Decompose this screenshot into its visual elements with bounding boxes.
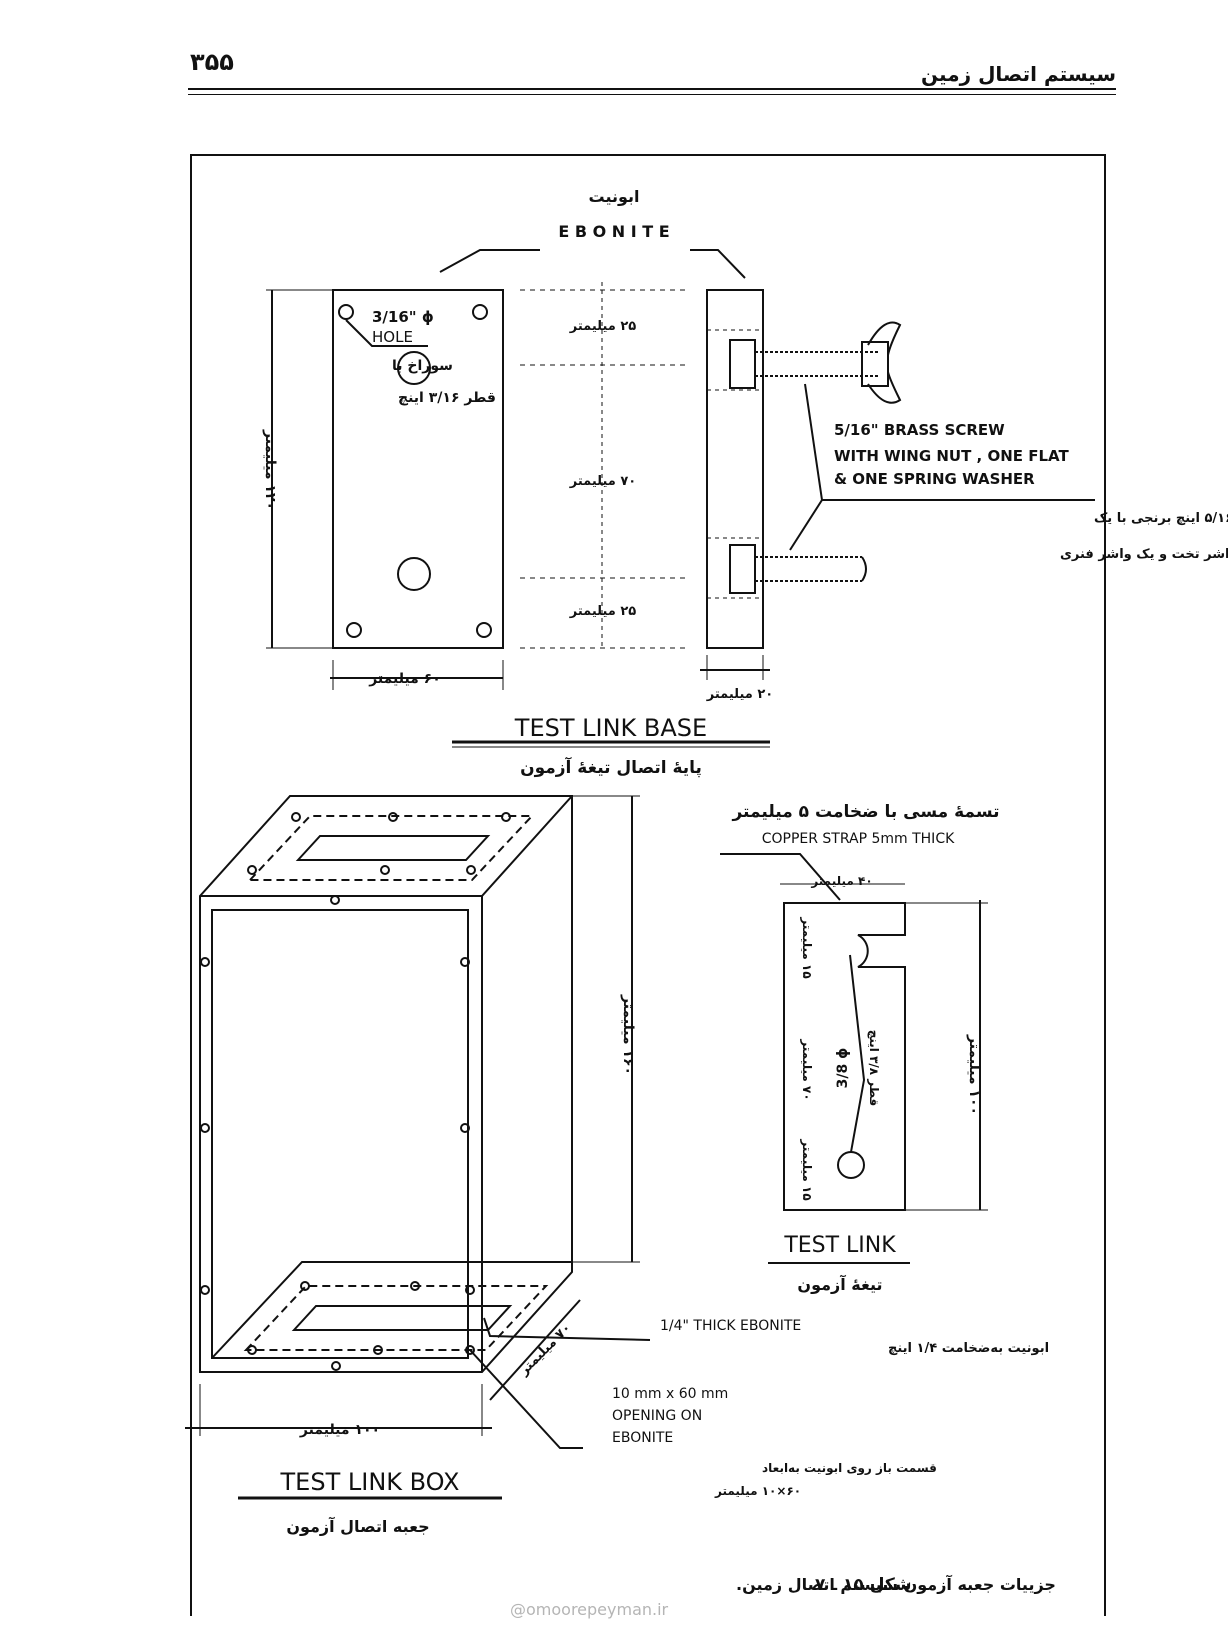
- mounting-hole: [476, 622, 492, 638]
- ebonite-en-label: E B O N I T E: [558, 222, 669, 241]
- ebonite-fa-label: ابونیت: [589, 187, 640, 206]
- page-number: ۳۵۵: [190, 48, 234, 76]
- dim-60: ۶۰ میلیمتر: [368, 671, 441, 687]
- test-link-box: [199, 795, 573, 1373]
- opening-fa-2: ۶۰×۱۰ میلیمتر: [714, 1484, 801, 1498]
- mounting-hole: [472, 304, 488, 320]
- screw-en-line-2: WITH WING NUT , ONE FLAT: [834, 447, 1069, 465]
- hole-en-link: 3/8 ϕ: [835, 1048, 851, 1089]
- screw-leader: [789, 499, 823, 551]
- base-title-fa: پایهٔ اتصال تیغهٔ آزمون: [520, 756, 702, 778]
- hole-leader: [345, 319, 428, 347]
- box-title-en: TEST LINK BOX: [280, 1468, 460, 1496]
- header-rule: [188, 88, 1116, 90]
- figure-caption-label: شکل ۱۵ ـ ۷: [815, 1575, 912, 1595]
- dim-160: ۱۶۰ میلیمتر: [620, 994, 636, 1075]
- dim-70: ۷۰ میلیمتر: [569, 474, 636, 489]
- mounting-hole: [338, 304, 354, 320]
- dim-15-bottom: ۱۵ میلیمتر: [800, 1138, 814, 1200]
- base-side-plate: [706, 289, 764, 649]
- opening-fa-1: قسمت باز روی ابونیت به‌ابعاد: [762, 1461, 937, 1476]
- dim-line-70: [489, 1299, 581, 1401]
- ebonite-thick-en: 1/4" THICK EBONITE: [660, 1318, 801, 1334]
- ebonite-leader-right: [690, 249, 746, 279]
- box-title-fa: جعبه اتصال آزمون: [286, 1516, 429, 1536]
- figure-frame: [190, 154, 1106, 1616]
- header-rule-thin: [188, 94, 1116, 95]
- opening-en-1: 10 mm x 60 mm: [612, 1386, 728, 1402]
- upper-brass-screw: [729, 321, 902, 404]
- running-title: سیستم اتصال زمین: [921, 62, 1116, 86]
- link-title-fa: تیغهٔ آزمون: [797, 1274, 882, 1294]
- dim-100-link: ۱۰۰ میلیمتر: [966, 1034, 982, 1115]
- lower-brass-screw: [729, 544, 867, 594]
- mounting-hole: [346, 622, 362, 638]
- ebonite-leader-left: [439, 249, 540, 273]
- dim-120: ۱۲۰ میلیمتر: [262, 429, 278, 510]
- hole-fa-label-1: سوراخ با: [392, 358, 453, 374]
- base-title-en: TEST LINK BASE: [514, 714, 707, 742]
- screw-hole: [397, 557, 431, 591]
- hole-fa-link: قطر ۳/۸ اینچ: [867, 1030, 881, 1107]
- hole-fa-label-2: قطر ۳/۱۶ اینچ: [398, 390, 496, 406]
- hole-leader-link: [849, 954, 866, 1153]
- screw-en-line-3: & ONE SPRING WASHER: [834, 470, 1035, 488]
- opening-leader: [469, 1349, 583, 1449]
- hole-en-label-1: 3/16" ϕ: [372, 308, 434, 326]
- dim-40: ۴۰ میلیمتر: [810, 874, 872, 888]
- dim-15-top: ۱۵ میلیمتر: [800, 916, 814, 978]
- base-front-plate: [332, 289, 504, 649]
- dim-100-box: ۱۰۰ میلیمتر: [299, 1422, 380, 1438]
- screw-fa-line-1: پیچ و مهرهٔ خروسکی ۵/۱۶ اینچ برنجی با یک: [1094, 511, 1228, 526]
- opening-en-3: EBONITE: [612, 1430, 673, 1446]
- ebonite-thick-fa: ابونیت به‌ضخامت ۱/۴ اینچ: [888, 1341, 1049, 1356]
- dim-20: ۲۰ میلیمتر: [706, 687, 773, 702]
- figure-caption-text: جزییات جعبه آزمون سیستم اتصال زمین.: [736, 1574, 1056, 1594]
- ebonite-leader: [483, 1317, 651, 1341]
- dim-70-box: ۷۰ میلیمتر: [516, 1321, 574, 1379]
- dim-25-bottom: ۲۵ میلیمتر: [569, 604, 637, 619]
- watermark: @omoorepeyman.ir: [510, 1600, 669, 1619]
- strap-en-label: COPPER STRAP 5mm THICK: [762, 831, 955, 847]
- link-title-en: TEST LINK: [783, 1233, 896, 1258]
- dim-70-link: ۷۰ میلیمتر: [800, 1038, 814, 1100]
- opening-en-2: OPENING ON: [612, 1408, 702, 1424]
- dim-25-top: ۲۵ میلیمتر: [569, 319, 637, 334]
- strap-leader: [720, 853, 841, 901]
- screw-en-line-1: 5/16" BRASS SCREW: [834, 421, 1005, 439]
- hole-en-label-2: HOLE: [372, 328, 413, 346]
- screw-hole: [397, 351, 431, 385]
- strap-fa-label: تسمهٔ مسی با ضخامت ۵ میلیمتر: [731, 802, 999, 822]
- screw-fa-line-2: واشر تخت و یک واشر فنری: [1060, 547, 1228, 562]
